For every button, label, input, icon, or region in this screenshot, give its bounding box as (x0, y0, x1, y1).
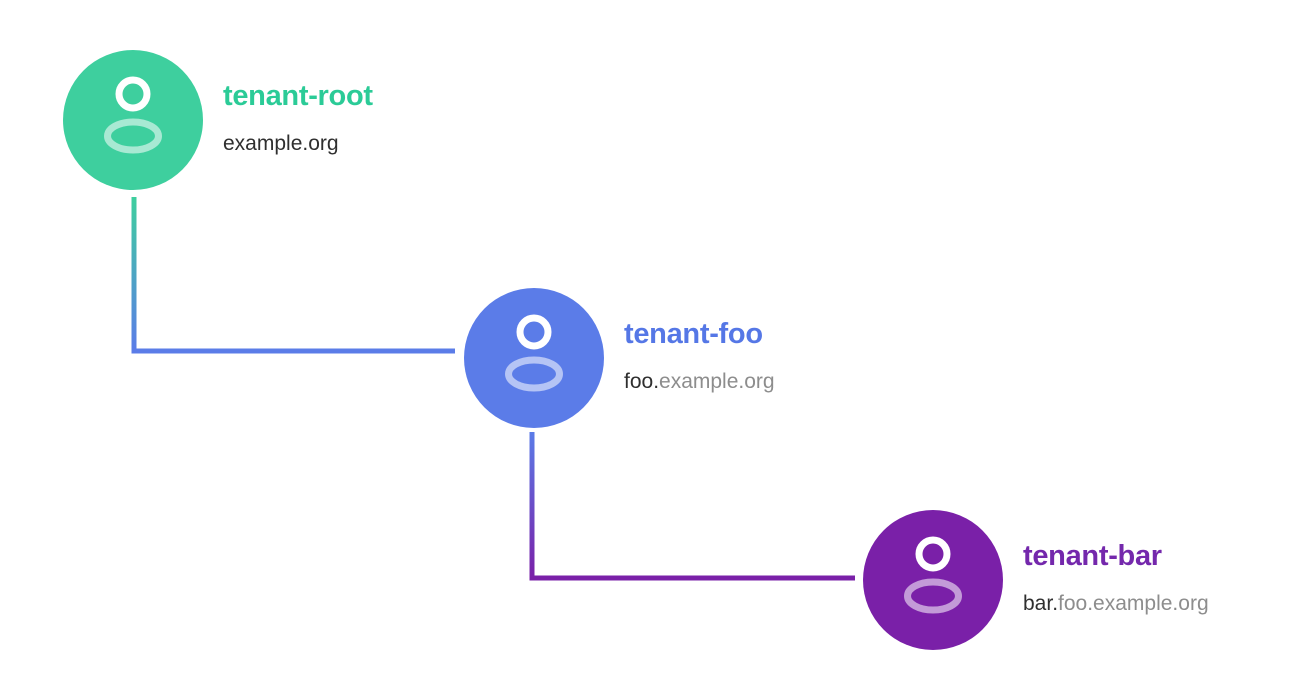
connector-root-to-foo (131, 197, 455, 354)
domain-own: foo. (624, 370, 660, 393)
tenant-domain-label: bar.foo.example.org (1023, 593, 1209, 615)
tenant-name-label: tenant-foo (624, 318, 763, 350)
tenant-name-label: tenant-bar (1023, 540, 1162, 572)
user-icon (505, 314, 563, 392)
tenant-domain-label: foo.example.org (624, 371, 775, 393)
tenant-root-avatar (63, 50, 203, 190)
node-tenant-foo: tenant-foo foo.example.org (464, 288, 1064, 428)
node-tenant-root: tenant-root example.org (63, 50, 663, 190)
tenant-domain-label: example.org (223, 133, 373, 155)
domain-own: bar. (1023, 592, 1059, 615)
domain-parent: example.org (659, 370, 775, 393)
domain-parent: foo.example.org (1058, 592, 1209, 615)
tenant-bar-avatar (863, 510, 1003, 650)
user-icon (904, 536, 962, 614)
tenant-foo-avatar (464, 288, 604, 428)
connector-foo-to-bar (529, 432, 855, 581)
tenant-name-label: tenant-root (223, 80, 373, 112)
domain-own: example.org (223, 132, 339, 155)
user-icon (104, 76, 162, 154)
node-tenant-bar: tenant-bar bar.foo.example.org (863, 510, 1300, 650)
